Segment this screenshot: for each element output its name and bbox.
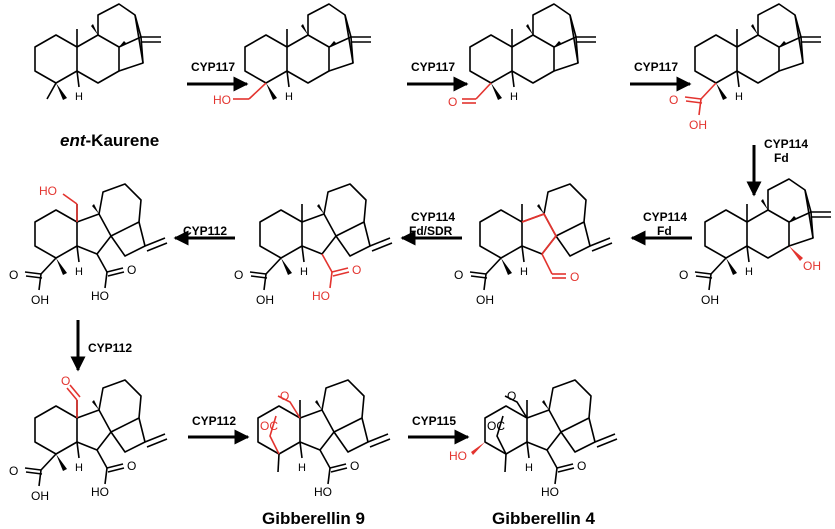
molecule-ent-kaurenal: O xyxy=(448,3,597,109)
enzyme-label-step-8: CYP112 xyxy=(88,341,132,355)
svg-text:O: O xyxy=(61,374,70,388)
svg-text:OH: OH xyxy=(803,259,821,273)
svg-text:O: O xyxy=(280,389,289,403)
enzyme-label-step-3: CYP117 xyxy=(634,60,678,74)
svg-text:O: O xyxy=(352,263,361,277)
enzyme-label-step-4: CYP114 xyxy=(764,137,808,151)
molecule-ga12: O HO xyxy=(233,183,393,308)
svg-text:OC: OC xyxy=(260,419,278,433)
enzyme-label-step-10: CYP115 xyxy=(412,414,456,428)
svg-text:HO: HO xyxy=(449,449,467,463)
molecule-ga24: O xyxy=(8,374,168,504)
molecule-name-ga4: Gibberellin 4 xyxy=(492,509,596,528)
molecule-ent-kaurenoic-acid: O OH xyxy=(669,3,822,132)
enzyme-label-step-7: CYP112 xyxy=(183,224,227,238)
svg-text:OC: OC xyxy=(487,419,505,433)
enzyme-label-step-9: CYP112 xyxy=(192,414,236,428)
molecule-name-ga9: Gibberellin 9 xyxy=(262,509,365,528)
molecule-ent-kaurene xyxy=(34,3,162,104)
svg-text:HO: HO xyxy=(312,289,330,303)
cofactor-label-step-4: Fd xyxy=(774,151,789,165)
molecule-ga15: HO xyxy=(8,183,168,308)
molecule-ga4: O OC HO xyxy=(449,379,618,500)
molecule-name-ent-kaurene: ent-Kaurene xyxy=(60,131,159,150)
svg-text:O: O xyxy=(448,95,457,109)
enzyme-label-step-6: CYP114 xyxy=(411,210,455,224)
molecule-ga9: O OC xyxy=(257,379,391,500)
svg-text:HO: HO xyxy=(39,184,57,198)
enzyme-label-step-2: CYP117 xyxy=(411,60,455,74)
svg-text:O: O xyxy=(669,93,678,107)
molecule-ent-kaurenol: HO xyxy=(213,3,372,107)
molecule-ga12-aldehyde: O xyxy=(453,183,613,308)
svg-text:O: O xyxy=(507,389,516,403)
cofactor-label-step-6: Fd/SDR xyxy=(409,224,453,238)
svg-text:HO: HO xyxy=(213,93,231,107)
enzyme-label-step-5: CYP114 xyxy=(643,210,687,224)
enzyme-label-step-1: CYP117 xyxy=(191,60,235,74)
molecule-ent-7a-hydroxykaurenoic-acid: OH xyxy=(678,178,832,308)
cofactor-label-step-5: Fd xyxy=(657,224,672,238)
svg-text:OH: OH xyxy=(689,118,707,132)
svg-text:O: O xyxy=(570,270,579,284)
